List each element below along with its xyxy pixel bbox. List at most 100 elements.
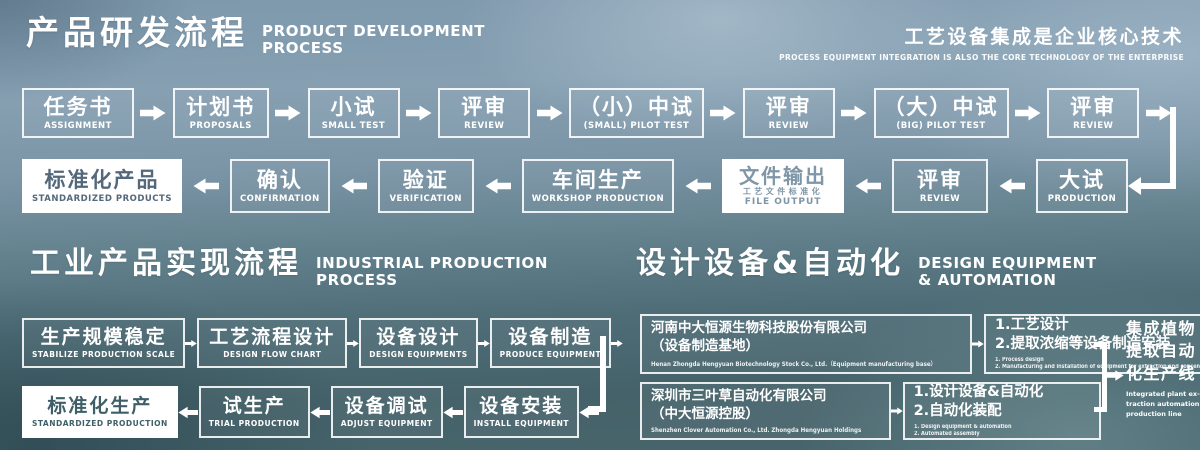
box-workshop-production-en: WORKSHOP PRODUCTION [531, 194, 665, 205]
industrial-title-en-line1: INDUSTRIAL PRODUCTION [316, 254, 548, 272]
box-small-test: 小试 SMALL TEST [307, 88, 400, 138]
box-review-4: 评审 REVIEW [892, 159, 989, 213]
task-process-design-box: 1.工艺设计 2.提取浓缩等设备制造安装 1. Process design 2… [983, 314, 1200, 374]
task2-zh-line2: 2.自动化装配 [913, 402, 1002, 419]
arrow-right-icon [1139, 105, 1178, 121]
box-review-1-zh: 评审 [461, 94, 508, 119]
box-verification: 验证 VERIFICATION [377, 159, 474, 213]
box-review-1-en: REVIEW [464, 121, 505, 132]
task2-en-line2: 2. Automated assembly [913, 431, 980, 438]
arrow-right-icon [185, 337, 198, 350]
box-design-flow-chart-en: DESIGN FLOW CHART [223, 350, 322, 360]
box-small-test-zh: 小试 [330, 94, 377, 119]
box-big-trial-en: PRODUCTION [1047, 194, 1117, 205]
task1-en-line2: 2. Manufacturing and installation of equ… [994, 364, 1200, 371]
arrow-right-icon [890, 404, 903, 418]
box-standardized-production-en: STANDARDIZED PRODUCTION [32, 419, 168, 429]
page-title-en: PRODUCT DEVELOPMENT PROCESS [262, 23, 485, 57]
automation-row1: 河南中大恒源生物科技股份有限公司 （设备制造基地） Henan Zhongda … [640, 314, 1200, 374]
company-henan-name-line2: （设备制造基地） [651, 338, 759, 354]
arrow-left-icon [443, 406, 464, 419]
box-proposals: 计划书 PROPOSALS [172, 88, 269, 138]
arrow-left-icon [182, 178, 230, 194]
industrial-title-en-line2: PROCESS [316, 270, 398, 289]
company-shenzhen-name-line2: （中大恒源控股） [651, 406, 759, 422]
design-automation-title-en: DESIGN EQUIPMENT & AUTOMATION [918, 255, 1096, 289]
box-standardized-production-zh: 标准化生产 [47, 394, 153, 417]
box-workshop-production: 车间生产 WORKSHOP PRODUCTION [521, 159, 675, 213]
box-review-3: 评审 REVIEW [1047, 88, 1140, 138]
arrow-right-icon [1009, 105, 1048, 121]
page-title-zh: 产品研发流程 [26, 13, 248, 52]
slogan: 工艺设备集成是企业核心技术 PROCESS EQUIPMENT INTEGRAT… [779, 22, 1184, 62]
box-confirmation: 确认 CONFIRMATION [229, 159, 330, 213]
arrow-right-icon [835, 105, 874, 121]
box-big-trial: 大试 PRODUCTION [1036, 159, 1129, 213]
design-automation-title-zh: 设计设备&自动化 [636, 246, 905, 281]
bracket-top-stub [1094, 342, 1102, 347]
task-automation-box: 1.设计设备&自动化 2.自动化装配 1. Design equipment &… [902, 382, 1101, 440]
box-produce-equipment: 设备制造 PRODUCE EQUIPMENT [489, 318, 612, 368]
box-design-flow-chart-zh: 工艺流程设计 [209, 325, 336, 348]
connector-vertical-line [1170, 107, 1176, 189]
box-big-pilot-test-en: (BIG) PILOT TEST [896, 121, 986, 132]
box-verification-zh: 验证 [402, 167, 449, 192]
box-stabilize-scale: 生产规模稳定 STABILIZE PRODUCTION SCALE [22, 318, 186, 368]
arrow-left-icon [1128, 177, 1141, 195]
arrow-left-icon [844, 178, 892, 194]
bracket-bottom-stub [1094, 407, 1102, 412]
box-proposals-en: PROPOSALS [189, 121, 252, 132]
task2-en-line1: 1. Design equipment & automation [913, 423, 1012, 430]
industrial-row1: 生产规模稳定 STABILIZE PRODUCTION SCALE 工艺流程设计… [22, 318, 623, 368]
box-proposals-zh: 计划书 [186, 94, 256, 119]
box-assignment-en: ASSIGNMENT [44, 121, 112, 132]
box-file-output-zh: 文件输出 [739, 163, 828, 188]
arrow-right-icon [269, 105, 308, 121]
dev-flow-row1: 任务书 ASSIGNMENT 计划书 PROPOSALS 小试 SMALL TE… [22, 88, 1178, 138]
arrow-left-icon [579, 406, 600, 419]
box-review-4-zh: 评审 [917, 167, 964, 192]
result-en-line3: production line [1126, 409, 1182, 418]
box-review-4-en: REVIEW [919, 194, 961, 205]
box-install-equipment: 设备安装 INSTALL EQUIPMENT [463, 386, 579, 438]
arrow-right-icon [1106, 369, 1124, 382]
box-small-pilot-test: （小）中试 (SMALL) PILOT TEST [569, 88, 704, 138]
box-stabilize-scale-en: STABILIZE PRODUCTION SCALE [32, 350, 176, 360]
box-standardized-products-zh: 标准化产品 [44, 167, 160, 192]
box-produce-equipment-en: PRODUCE EQUIPMENT [499, 350, 602, 360]
box-big-pilot-test: （大）中试 (BIG) PILOT TEST [873, 88, 1009, 138]
slogan-zh: 工艺设备集成是企业核心技术 [904, 26, 1184, 48]
box-confirmation-en: CONFIRMATION [239, 194, 320, 205]
bracket-vertical-line [1102, 342, 1107, 412]
box-workshop-production-zh: 车间生产 [551, 167, 644, 192]
company-shenzhen-name-en: Shenzhen Clover Automation Co., Ltd. Zho… [651, 426, 862, 434]
page-title-en-line2: PROCESS [262, 38, 344, 57]
task2-zh-line1: 1.设计设备&自动化 [913, 383, 1044, 400]
page-title: 产品研发流程 PRODUCT DEVELOPMENT PROCESS [26, 13, 485, 57]
arrow-left-icon [674, 178, 722, 194]
box-standardized-products: 标准化产品 STANDARDIZED PRODUCTS [22, 159, 182, 213]
result-en-line2: traction automation [1126, 399, 1200, 408]
company-henan-name-line1: 河南中大恒源生物科技股份有限公司 [651, 320, 867, 337]
connector-horizontal-line [588, 406, 606, 412]
box-review-1: 评审 REVIEW [438, 88, 531, 138]
design-automation-title-en-line2: & AUTOMATION [918, 270, 1057, 289]
box-review-2-en: REVIEW [768, 121, 809, 132]
result-zh-line2: 提取自动 [1126, 341, 1197, 361]
arrow-left-icon [330, 178, 378, 194]
arrow-right-icon [971, 337, 984, 351]
arrow-right-icon [611, 337, 623, 350]
automation-row2: 深圳市三叶草自动化有限公司 （中大恒源控股） Shenzhen Clover A… [640, 382, 1101, 440]
box-trial-production: 试生产 TRIAL PRODUCTION [198, 386, 310, 438]
result-en-line1: Integrated plant ex- [1126, 390, 1200, 399]
box-stabilize-scale-zh: 生产规模稳定 [40, 325, 167, 348]
box-file-output-sub: 工艺文件标准化 [742, 186, 824, 196]
dev-flow-row2: 标准化产品 STANDARDIZED PRODUCTS 确认 CONFIRMAT… [22, 159, 1129, 213]
task1-zh-line2: 2.提取浓缩等设备制造安装 [994, 335, 1171, 352]
box-small-pilot-test-en: (SMALL) PILOT TEST [583, 121, 690, 132]
box-produce-equipment-zh: 设备制造 [508, 325, 593, 348]
arrow-left-icon [988, 178, 1036, 194]
box-big-trial-zh: 大试 [1059, 167, 1106, 192]
slogan-en: PROCESS EQUIPMENT INTEGRATION IS ALSO TH… [779, 53, 1184, 62]
